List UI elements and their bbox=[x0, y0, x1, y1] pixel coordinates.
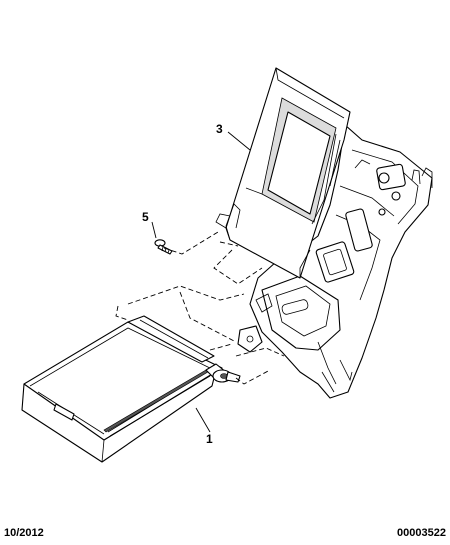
footer-date: 10/2012 bbox=[4, 527, 44, 539]
seat-cushion bbox=[21, 315, 241, 463]
seat-back-frame bbox=[237, 124, 433, 399]
seat-back-panel bbox=[215, 67, 351, 279]
callout-1: 1 bbox=[206, 432, 213, 446]
leader-line-1 bbox=[195, 407, 211, 433]
leader-line-3 bbox=[227, 131, 251, 151]
footer-reference-number: 00003522 bbox=[397, 527, 446, 539]
leader-line-5 bbox=[151, 221, 157, 239]
screw-part bbox=[154, 239, 173, 255]
callout-5: 5 bbox=[142, 210, 149, 224]
assembly-dashed-lines bbox=[115, 231, 285, 385]
callout-3: 3 bbox=[216, 122, 223, 136]
